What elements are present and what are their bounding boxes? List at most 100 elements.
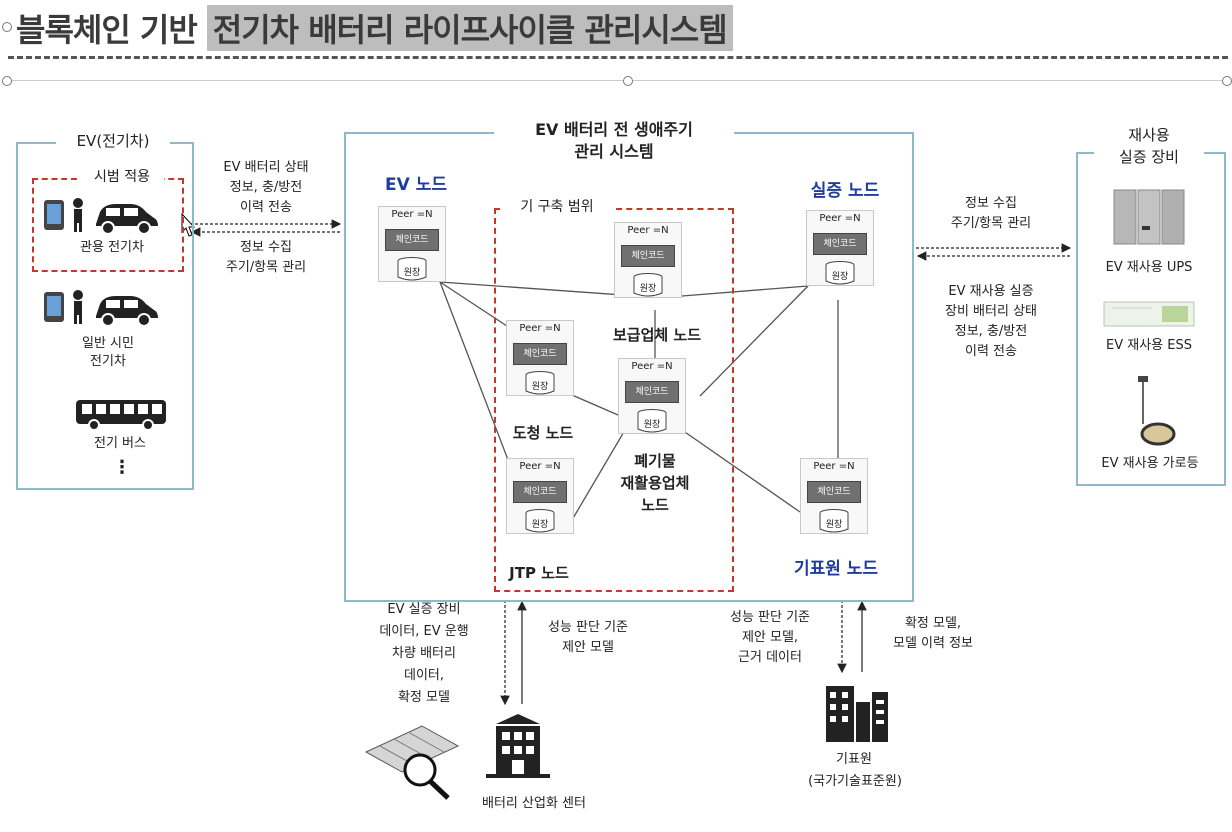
scope-label: 기 구축 범위 — [502, 198, 612, 217]
ledger-label: 원장 — [403, 268, 421, 278]
ledger-icon: 원장 — [525, 371, 555, 395]
city-node: Peer =N 체인코드 원장 — [506, 320, 574, 396]
streetlight-icon — [1138, 376, 1176, 446]
system-to-reuse-line2: 주기/항목 관리 — [950, 216, 1032, 231]
kats-building-icon — [826, 686, 888, 742]
peer-count: Peer =N — [813, 461, 855, 472]
solar-panel-search-icon — [364, 725, 460, 800]
scope-box — [494, 208, 734, 592]
city-node-label: 도청 노드 — [512, 424, 574, 442]
jtp-node: Peer =N 체인코드 원장 — [506, 458, 574, 534]
civilian-car-label-2: 전기차 — [90, 354, 126, 369]
to-kats-line1: 성능 판단 기준 — [729, 610, 811, 625]
title-divider — [8, 56, 1228, 59]
to-center-line1: EV 실증 장비 — [387, 602, 461, 617]
ledger-icon: 원장 — [637, 409, 667, 433]
ev-to-system-line2: 정보, 충/방전 — [229, 180, 303, 195]
ledger-icon: 원장 — [397, 257, 427, 281]
gov-car-icon — [44, 198, 158, 235]
slide-title: 블록체인 기반 전기차 배터리 라이프사이클 관리시스템 — [16, 4, 733, 52]
system-title-1: EV 배터리 전 생애주기 — [494, 120, 734, 141]
system-to-reuse-line1: 정보 수집 — [965, 196, 1017, 211]
chaincode-block: 체인코드 — [807, 481, 861, 503]
title-part2: 전기차 배터리 라이프사이클 관리시스템 — [206, 5, 733, 51]
ups-label: EV 재사용 UPS — [1105, 260, 1193, 275]
chaincode-block: 체인코드 — [625, 381, 679, 403]
to-center-line4: 데이터, — [403, 668, 444, 683]
recycler-node: Peer =N 체인코드 원장 — [618, 358, 686, 434]
gov-car-label: 관용 전기차 — [80, 240, 144, 255]
peer-count: Peer =N — [519, 323, 561, 334]
chaincode-block: 체인코드 — [621, 245, 675, 267]
selection-handle[interactable] — [2, 22, 12, 32]
ledger-icon: 원장 — [525, 509, 555, 533]
ev-to-system-line1: EV 배터리 상태 — [223, 160, 309, 175]
ledger-label: 원장 — [825, 520, 843, 530]
selection-frame — [8, 80, 1228, 81]
ledger-label: 원장 — [531, 382, 549, 392]
to-kats-line2: 제안 모델, — [741, 630, 799, 645]
ledger-label: 원장 — [831, 272, 849, 282]
jtp-node-label: JTP 노드 — [509, 564, 569, 582]
chaincode-block: 체인코드 — [513, 481, 567, 503]
selection-handle[interactable] — [2, 76, 12, 86]
chaincode-block: 체인코드 — [513, 343, 567, 365]
system-title-2: 관리 시스템 — [574, 142, 654, 161]
ups-icon — [1113, 189, 1185, 245]
kats-node: Peer =N 체인코드 원장 — [800, 458, 868, 534]
battery-center-building-icon — [486, 714, 550, 778]
chaincode-block: 체인코드 — [813, 233, 867, 255]
supplier-node: Peer =N 체인코드 원장 — [614, 222, 682, 298]
ev-panel-header: EV(전기차) — [56, 132, 170, 152]
reuse-to-system-line1: EV 재사용 실증 — [948, 284, 1034, 299]
battery-center-label: 배터리 산업화 센터 — [482, 796, 586, 811]
to-center-line2: 데이터, EV 운행 — [379, 624, 469, 639]
to-center-line3: 차량 배터리 — [392, 646, 456, 661]
from-kats-line1: 확정 모델, — [904, 616, 962, 631]
system-to-ev-line2: 주기/항목 관리 — [225, 260, 307, 275]
pilot-label: 시범 적용 — [80, 168, 164, 187]
field-node-label: 실증 노드 — [810, 181, 880, 201]
recycler-node-label-1: 폐기물 — [634, 452, 676, 470]
kats-full-label: (국가기술표준원) — [808, 774, 902, 789]
reuse-to-system-line3: 정보, 충/방전 — [954, 324, 1028, 339]
recycler-node-label-3: 노드 — [641, 496, 669, 514]
peer-count: Peer =N — [627, 225, 669, 236]
peer-count: Peer =N — [391, 209, 433, 220]
peer-count: Peer =N — [519, 461, 561, 472]
ledger-icon: 원장 — [825, 261, 855, 285]
to-kats-line3: 근거 데이터 — [738, 650, 802, 665]
system-to-ev-line1: 정보 수집 — [240, 240, 292, 255]
kats-label: 기표원 — [836, 752, 872, 767]
ledger-label: 원장 — [531, 520, 549, 530]
civilian-car-icon — [44, 290, 158, 327]
supplier-node-label: 보급업체 노드 — [612, 326, 702, 344]
field-node: Peer =N 체인코드 원장 — [806, 210, 874, 286]
peer-count: Peer =N — [819, 213, 861, 224]
civilian-car-label-1: 일반 시민 — [82, 336, 134, 351]
to-center-line5: 확정 모델 — [398, 690, 450, 705]
recycler-node-label-2: 재활용업체 — [620, 474, 690, 492]
peer-count: Peer =N — [631, 361, 673, 372]
chaincode-block: 체인코드 — [385, 229, 439, 251]
bus-label: 전기 버스 — [94, 436, 146, 451]
more-indicator: ⋮ — [113, 457, 131, 478]
streetlight-label: EV 재사용 가로등 — [1101, 456, 1199, 471]
reuse-to-system-line2: 장비 배터리 상태 — [945, 304, 1037, 319]
ess-label: EV 재사용 ESS — [1106, 338, 1192, 353]
reuse-to-system-line4: 이력 전송 — [965, 344, 1017, 359]
kats-node-label: 기표원 노드 — [793, 559, 879, 579]
ledger-label: 원장 — [643, 420, 661, 430]
bus-icon — [76, 400, 166, 431]
from-kats-line2: 모델 이력 정보 — [892, 636, 974, 651]
reuse-header-2: 실증 장비 — [1094, 148, 1204, 168]
from-center-line2: 제안 모델 — [562, 640, 614, 655]
ev-node: Peer =N 체인코드 원장 — [378, 206, 446, 282]
reuse-header-1: 재사용 — [1094, 126, 1204, 146]
title-part1: 블록체인 기반 — [16, 11, 198, 49]
selection-handle[interactable] — [623, 76, 633, 86]
ledger-icon: 원장 — [633, 273, 663, 297]
ledger-icon: 원장 — [819, 509, 849, 533]
